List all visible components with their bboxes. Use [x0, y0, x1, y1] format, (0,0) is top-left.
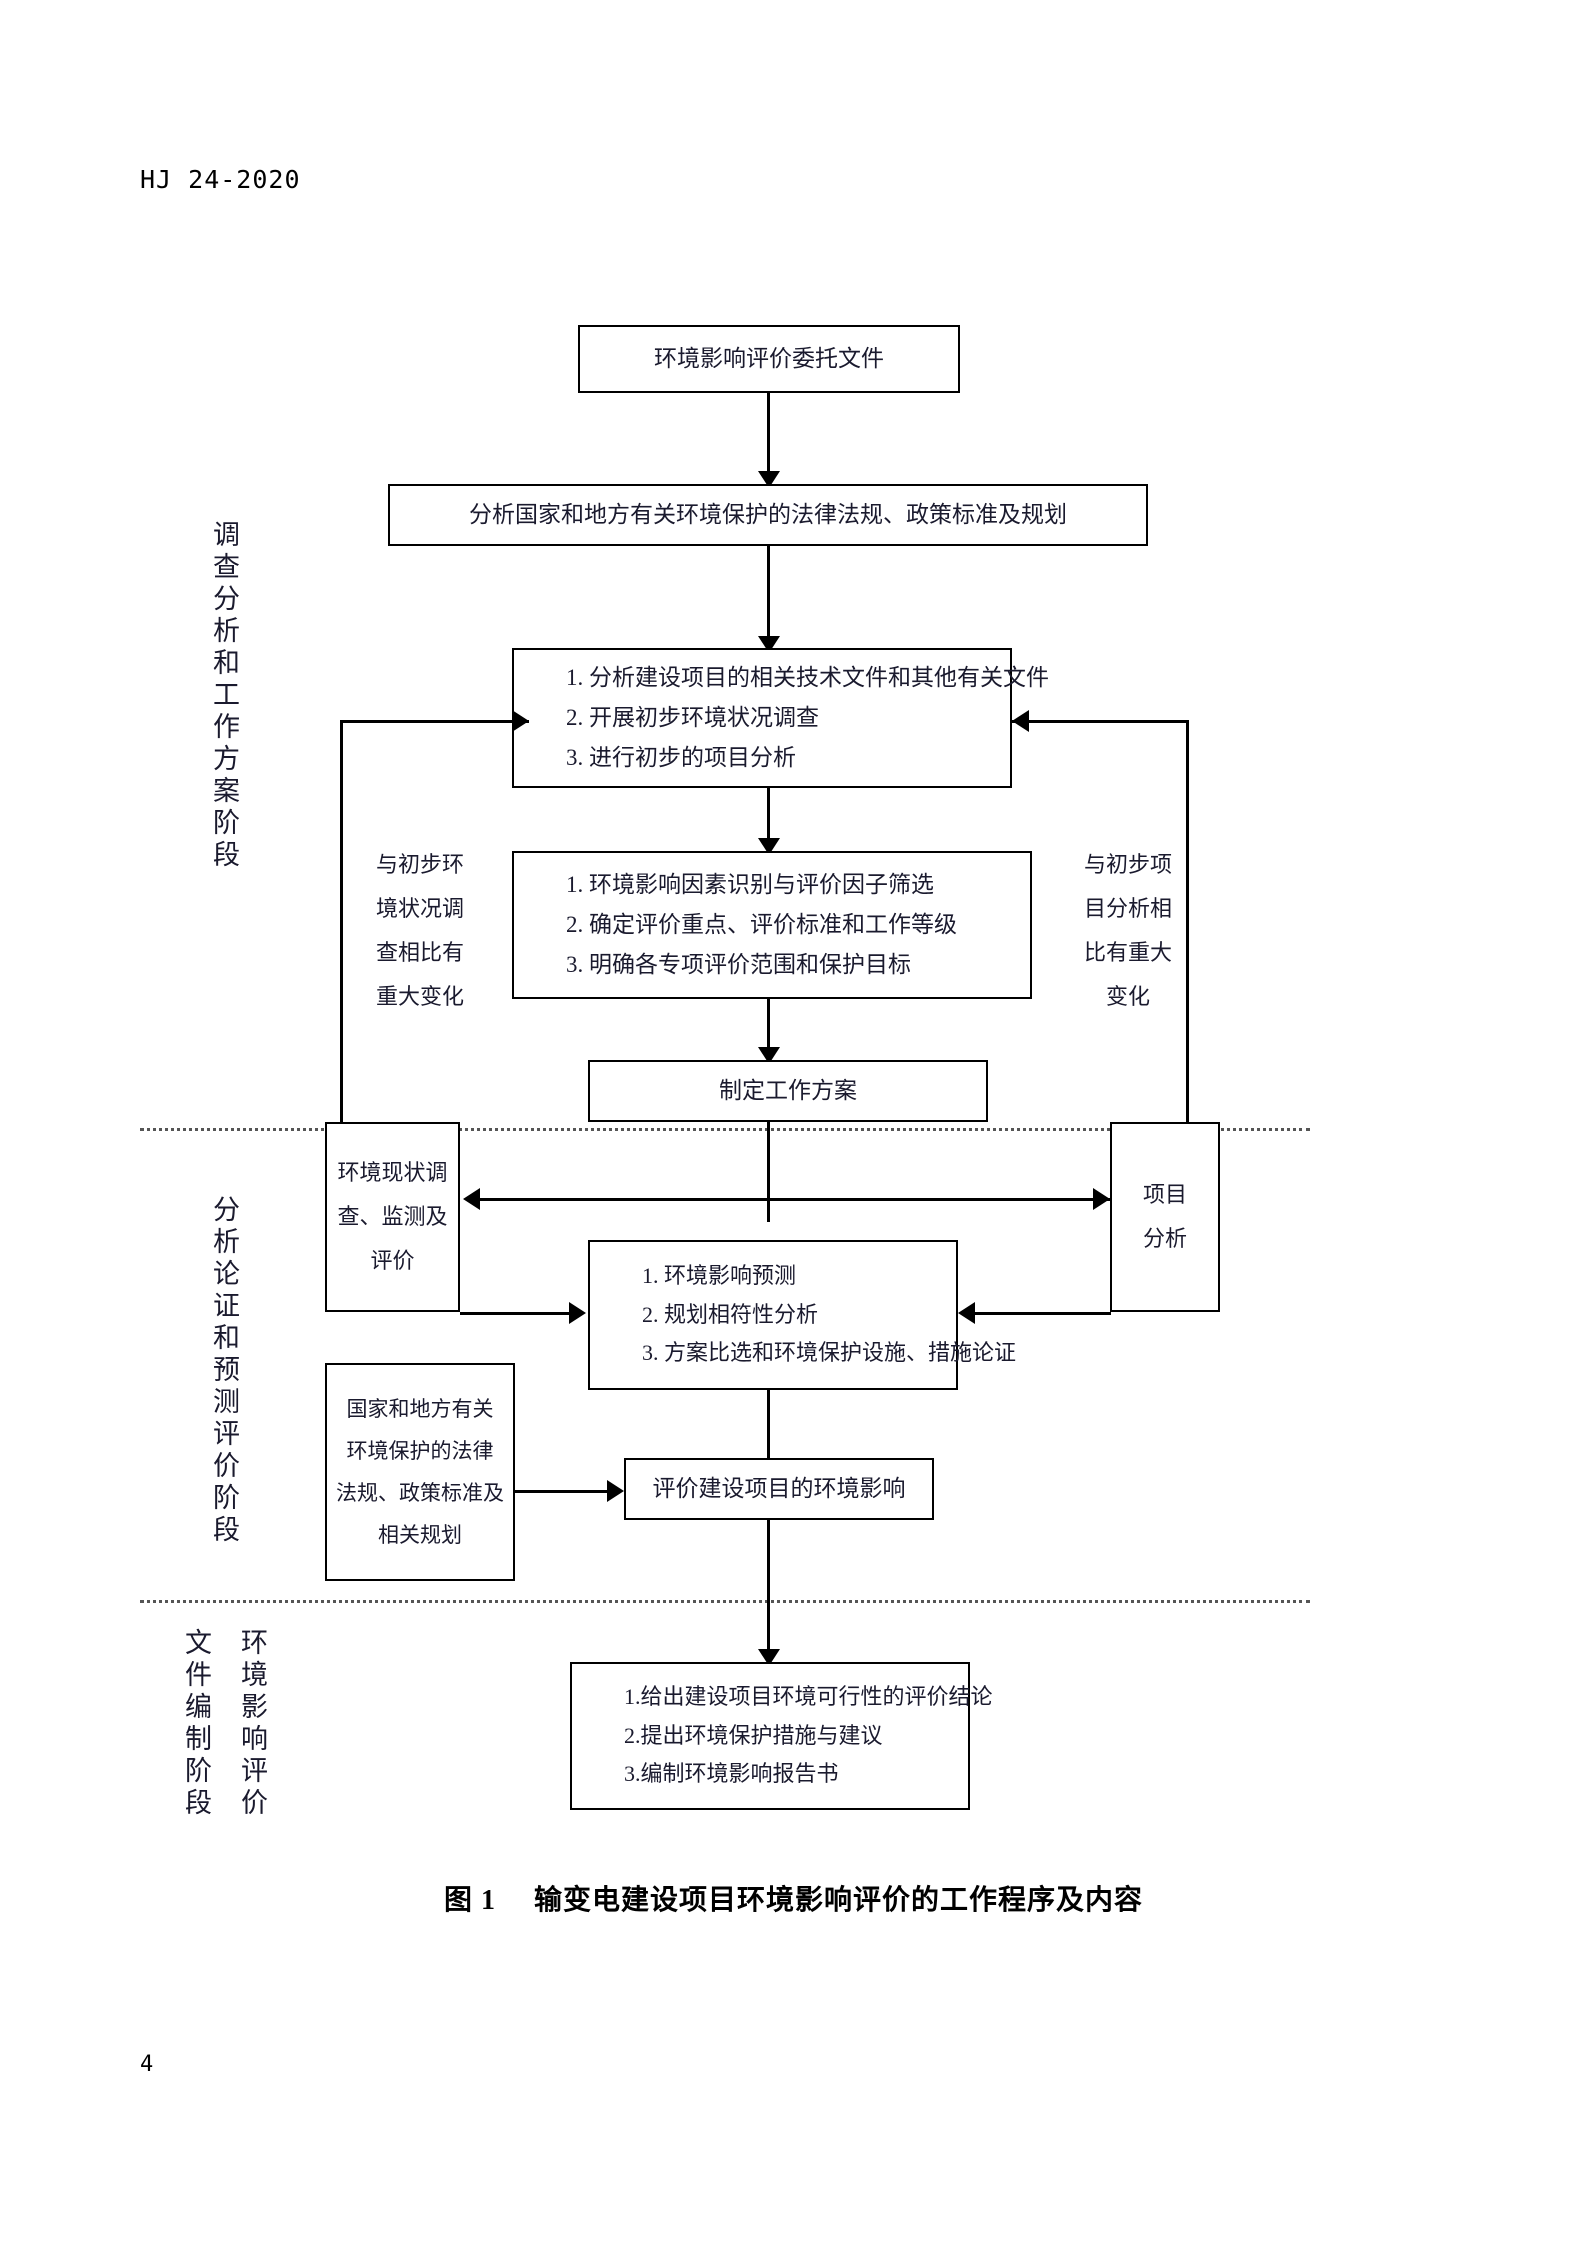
node-factor-identification-line-2: 2. 确定评价重点、评价标准和工作等级 — [566, 911, 957, 937]
node-status-survey-line-3: 评价 — [370, 1248, 415, 1273]
annotation-right-feedback-line-3: 比有重大 — [1083, 940, 1172, 965]
connector-projectanalysis-to-prediction — [975, 1312, 1111, 1315]
connector-lawsref-to-evaluation — [515, 1490, 609, 1493]
node-impact-evaluation[interactable]: 评价建设项目的环境影响 — [624, 1458, 934, 1520]
node-preliminary-work[interactable]: 1. 分析建设项目的相关技术文件和其他有关文件 2. 开展初步环境状况调查 3.… — [512, 648, 1049, 788]
node-factor-identification-line-3: 3. 明确各专项评价范围和保护目标 — [566, 952, 911, 978]
node-status-survey-line-2: 查、监测及 — [337, 1204, 448, 1229]
node-commission-document[interactable]: 环境影响评价委托文件 — [578, 325, 960, 393]
node-report-conclusion[interactable]: 1.给出建设项目环境可行性的评价结论 2.提出环境保护措施与建议 3.编制环境影… — [570, 1662, 993, 1810]
annotation-left-feedback: 与初步环 境状况调 查相比有 重大变化 — [360, 843, 480, 1019]
node-laws-reference-line-2: 环境保护的法律 — [346, 1439, 494, 1463]
figure-caption-label: 图 1 — [443, 1885, 496, 1916]
page-number: 4 — [140, 2052, 154, 2077]
arrowhead-factors-to-workplan — [758, 1047, 780, 1064]
node-laws-reference-line-4: 相关规划 — [378, 1523, 462, 1547]
node-project-analysis-line-2: 分析 — [1142, 1226, 1187, 1251]
stage-separator-lower — [140, 1600, 1310, 1603]
node-laws-reference-line-3: 法规、政策标准及 — [336, 1481, 504, 1505]
node-prediction-analysis-line-3: 3. 方案比选和环境保护设施、措施论证 — [642, 1340, 1017, 1366]
connector-workplan-down — [767, 1122, 770, 1222]
node-report-conclusion-line-2: 2.提出环境保护措施与建议 — [624, 1722, 883, 1748]
annotation-left-feedback-line-4: 重大变化 — [375, 984, 464, 1009]
node-status-survey-line-1: 环境现状调 — [337, 1160, 448, 1185]
stage-label-documentation: 文件编制阶段 — [181, 1628, 211, 1820]
arrowhead-to-project-analysis — [1093, 1188, 1110, 1210]
stage-separator-upper — [140, 1128, 1310, 1131]
annotation-left-feedback-line-1: 与初步环 — [375, 852, 464, 877]
node-prediction-analysis-line-2: 2. 规划相符性分析 — [642, 1301, 819, 1327]
arrowhead-to-survey — [463, 1188, 480, 1210]
connector-laws-to-preliminary — [767, 546, 770, 646]
document-header: HJ 24-2020 — [140, 165, 301, 194]
figure-caption-text: 输变电建设项目环境影响评价的工作程序及内容 — [534, 1885, 1144, 1916]
feedback-right-horizontal — [1012, 720, 1189, 723]
node-laws-reference[interactable]: 国家和地方有关 环境保护的法律 法规、政策标准及 相关规划 — [325, 1363, 515, 1581]
node-factor-identification[interactable]: 1. 环境影响因素识别与评价因子筛选 2. 确定评价重点、评价标准和工作等级 3… — [512, 851, 1032, 999]
connector-factors-to-workplan — [767, 999, 770, 1057]
annotation-right-feedback: 与初步项 目分析相 比有重大 变化 — [1068, 843, 1188, 1019]
node-project-analysis[interactable]: 项目 分析 — [1110, 1122, 1220, 1312]
arrowhead-survey-to-prediction — [569, 1302, 586, 1324]
feedback-left-horizontal — [340, 720, 529, 723]
node-prediction-analysis[interactable]: 1. 环境影响预测 2. 规划相符性分析 3. 方案比选和环境保护设施、措施论证 — [588, 1240, 1016, 1390]
node-status-survey[interactable]: 环境现状调 查、监测及 评价 — [325, 1122, 460, 1312]
annotation-right-feedback-line-1: 与初步项 — [1083, 852, 1172, 877]
arrowhead-lawsref-to-evaluation — [607, 1480, 624, 1502]
node-report-conclusion-line-3: 3.编制环境影响报告书 — [624, 1761, 839, 1787]
connector-prediction-to-evaluation — [767, 1390, 770, 1468]
stage-label-investigation: 调查分析和工作方案阶段 — [209, 520, 239, 872]
node-preliminary-work-line-3: 3. 进行初步的项目分析 — [566, 745, 796, 771]
node-impact-evaluation-line-1: 评价建设项目的环境影响 — [652, 1475, 906, 1501]
node-preliminary-work-line-2: 2. 开展初步环境状况调查 — [566, 704, 819, 730]
node-work-plan-line-1: 制定工作方案 — [719, 1077, 857, 1103]
connector-preliminary-to-factors — [767, 788, 770, 848]
annotation-right-feedback-line-2: 目分析相 — [1083, 896, 1172, 921]
connector-survey-projectanalysis — [480, 1198, 1112, 1201]
stage-label-analysis: 分析论证和预测评价阶段 — [209, 1195, 239, 1547]
node-work-plan[interactable]: 制定工作方案 — [588, 1060, 988, 1122]
arrowhead-evaluation-to-report — [758, 1649, 780, 1666]
node-laws-reference-line-1: 国家和地方有关 — [346, 1397, 494, 1421]
figure-caption: 图 1 输变电建设项目环境影响评价的工作程序及内容 — [0, 1878, 1587, 1918]
arrowhead-feedback-left — [512, 710, 529, 732]
feedback-right-vertical — [1186, 720, 1189, 1138]
annotation-right-feedback-line-4: 变化 — [1105, 984, 1150, 1009]
arrowhead-feedback-right — [1012, 710, 1029, 732]
feedback-left-vertical — [340, 720, 343, 1138]
arrowhead-preliminary-to-factors — [758, 838, 780, 855]
node-report-conclusion-line-1: 1.给出建设项目环境可行性的评价结论 — [624, 1684, 993, 1710]
stage-label-eia: 环境影响评价 — [237, 1628, 267, 1820]
connector-commission-to-laws — [767, 393, 770, 481]
annotation-left-feedback-line-2: 境状况调 — [375, 896, 464, 921]
node-laws-analysis-line-1: 分析国家和地方有关环境保护的法律法规、政策标准及规划 — [469, 501, 1067, 527]
node-preliminary-work-line-1: 1. 分析建设项目的相关技术文件和其他有关文件 — [566, 664, 1049, 690]
connector-evaluation-to-report — [767, 1520, 770, 1659]
node-factor-identification-line-1: 1. 环境影响因素识别与评价因子筛选 — [566, 871, 934, 897]
node-prediction-analysis-line-1: 1. 环境影响预测 — [642, 1263, 797, 1289]
connector-survey-to-prediction — [460, 1312, 571, 1315]
arrowhead-commission-to-laws — [758, 471, 780, 488]
node-laws-analysis[interactable]: 分析国家和地方有关环境保护的法律法规、政策标准及规划 — [388, 484, 1148, 546]
annotation-left-feedback-line-3: 查相比有 — [375, 940, 464, 965]
node-project-analysis-line-1: 项目 — [1142, 1182, 1187, 1207]
node-commission-document-line-1: 环境影响评价委托文件 — [654, 345, 884, 371]
arrowhead-projectanalysis-to-prediction — [958, 1302, 975, 1324]
